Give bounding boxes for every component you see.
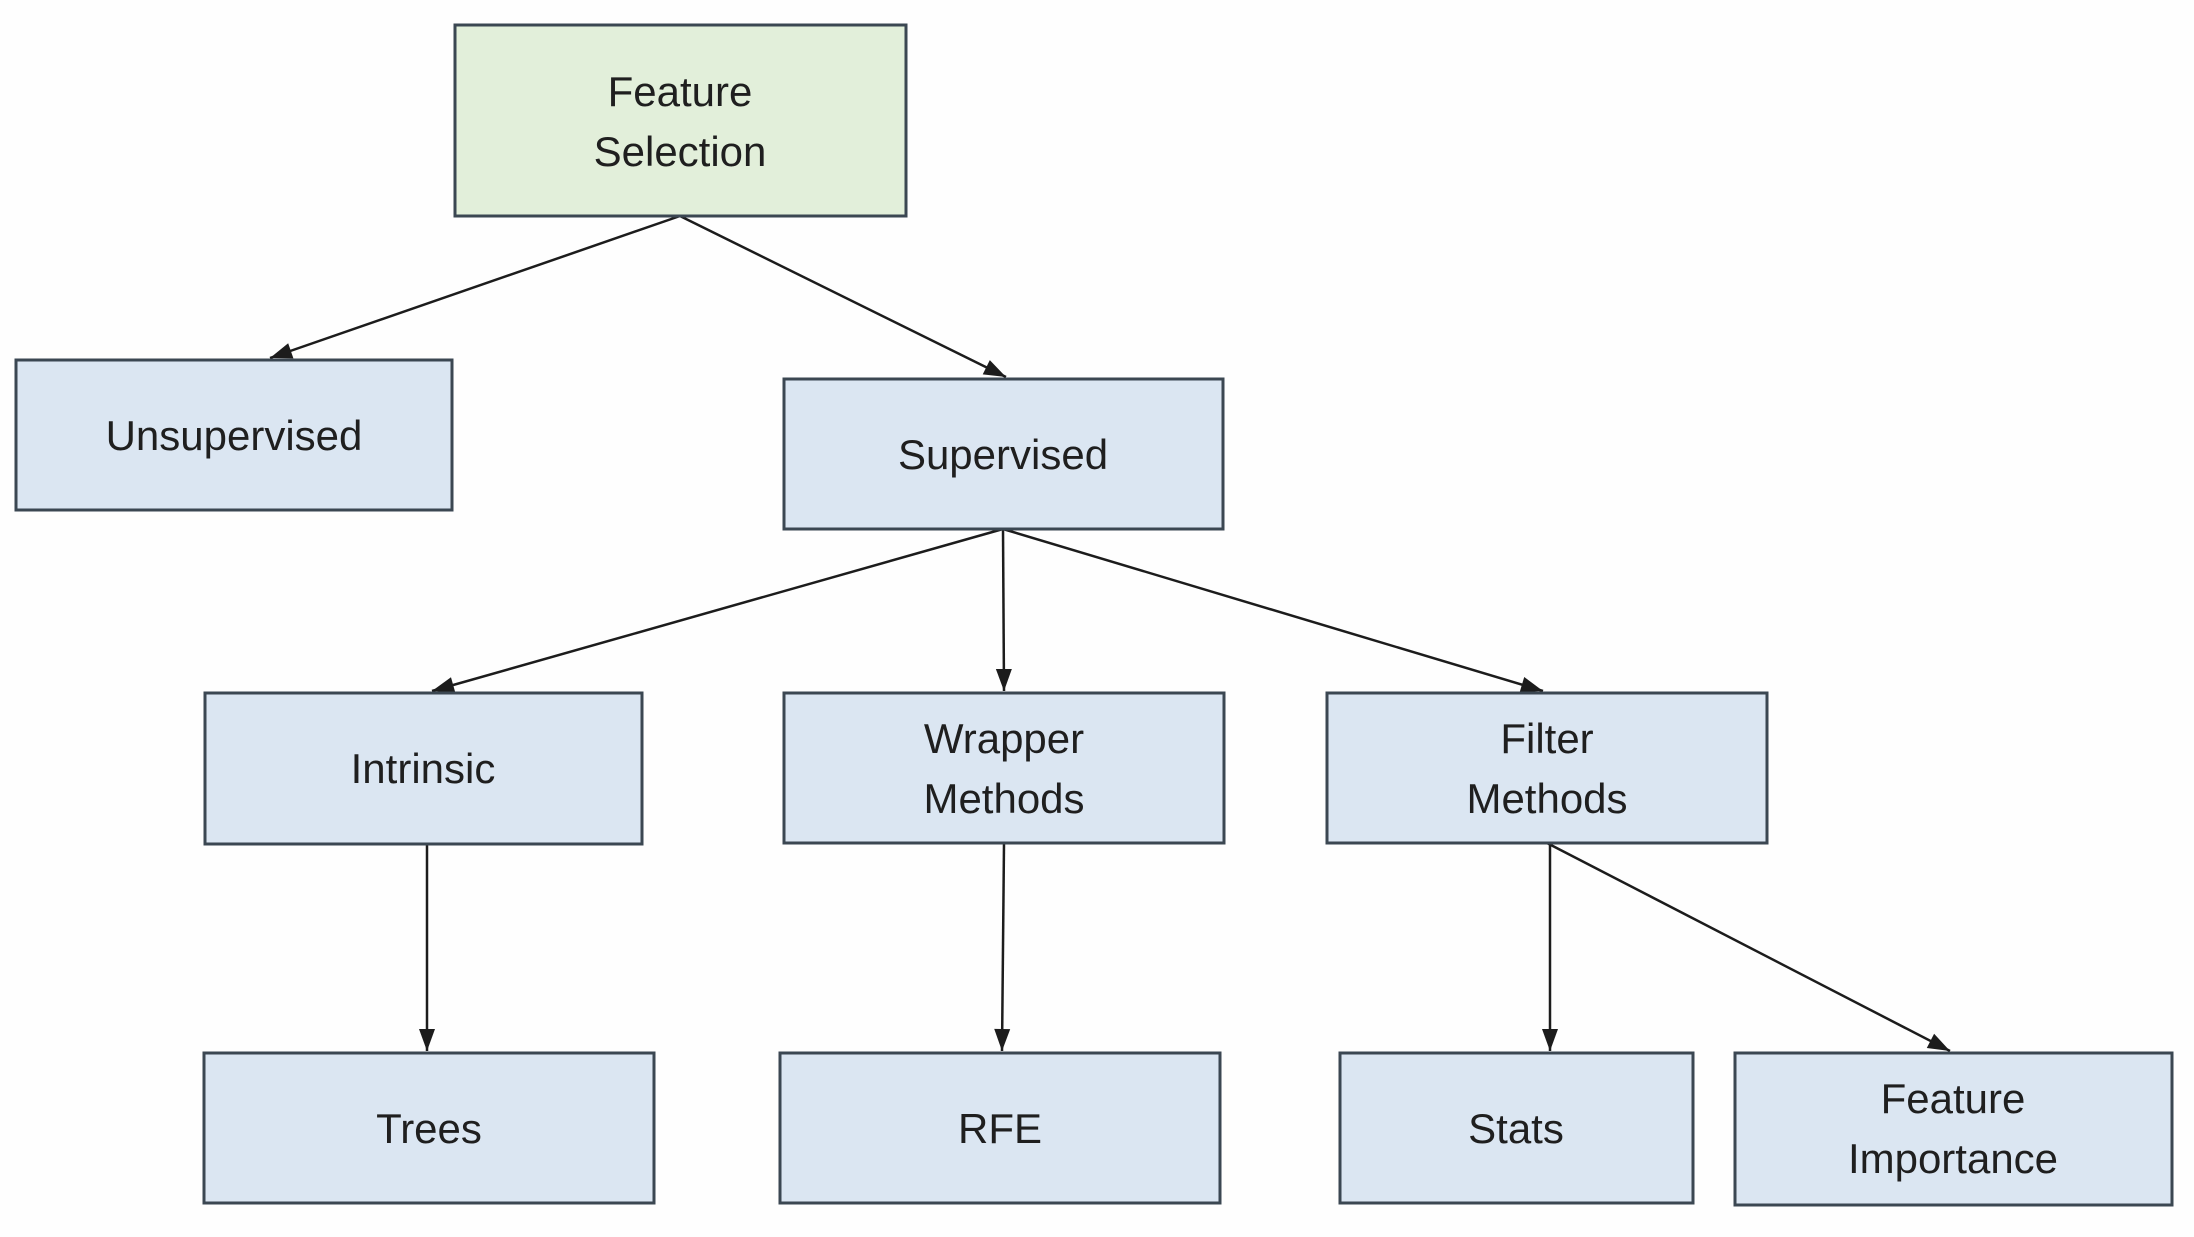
node-stats-label: Stats	[1468, 1105, 1564, 1152]
node-feature-selection-label-line1: Feature	[608, 68, 753, 115]
node-feature-selection-box	[453, 23, 908, 218]
node-intrinsic: Intrinsic	[203, 691, 644, 846]
node-stats-box	[1338, 1051, 1695, 1205]
edges	[269, 214, 1951, 1053]
node-filter-methods-box	[1325, 691, 1769, 845]
node-stats: Stats	[1338, 1051, 1695, 1205]
node-filter-methods: Filter Methods	[1325, 691, 1769, 845]
edge-filter-methods-to-feature-importance	[1546, 841, 1951, 1053]
node-supervised: Supervised	[782, 377, 1225, 531]
nodes: Feature Selection Unsupervised Supervise…	[14, 23, 2174, 1207]
node-supervised-box	[782, 377, 1225, 531]
edge-wrapper-methods-to-rfe	[994, 842, 1011, 1052]
node-feature-importance: Feature Importance	[1733, 1051, 2174, 1207]
node-intrinsic-label: Intrinsic	[351, 745, 496, 792]
node-feature-selection: Feature Selection	[453, 23, 908, 218]
edge-supervised-to-intrinsic	[431, 527, 1004, 693]
node-wrapper-methods-label-line1: Wrapper	[924, 715, 1084, 762]
node-feature-selection-label-line2: Selection	[594, 128, 767, 175]
node-filter-methods-label-line2: Methods	[1466, 775, 1627, 822]
edge-feature-selection-to-supervised	[679, 214, 1007, 379]
node-wrapper-methods: Wrapper Methods	[782, 691, 1226, 845]
node-feature-importance-label-line1: Feature	[1881, 1075, 2026, 1122]
node-wrapper-methods-box	[782, 691, 1226, 845]
node-feature-importance-label-line2: Importance	[1848, 1135, 2058, 1182]
node-rfe-label: RFE	[958, 1105, 1042, 1152]
node-unsupervised-label: Unsupervised	[106, 412, 363, 459]
node-feature-importance-box	[1733, 1051, 2174, 1207]
edge-feature-selection-to-unsupervised	[269, 214, 681, 360]
node-filter-methods-label-line1: Filter	[1500, 715, 1593, 762]
node-unsupervised: Unsupervised	[14, 358, 454, 512]
node-intrinsic-box	[203, 691, 644, 846]
node-trees-label: Trees	[376, 1105, 482, 1152]
node-unsupervised-box	[14, 358, 454, 512]
node-supervised-label: Supervised	[898, 431, 1108, 478]
node-wrapper-methods-label-line2: Methods	[923, 775, 1084, 822]
node-trees-box	[202, 1051, 656, 1205]
node-rfe-box	[778, 1051, 1222, 1205]
node-trees: Trees	[202, 1051, 656, 1205]
node-rfe: RFE	[778, 1051, 1222, 1205]
edge-supervised-to-filter-methods	[1002, 527, 1544, 693]
edge-supervised-to-wrapper-methods	[995, 528, 1012, 692]
